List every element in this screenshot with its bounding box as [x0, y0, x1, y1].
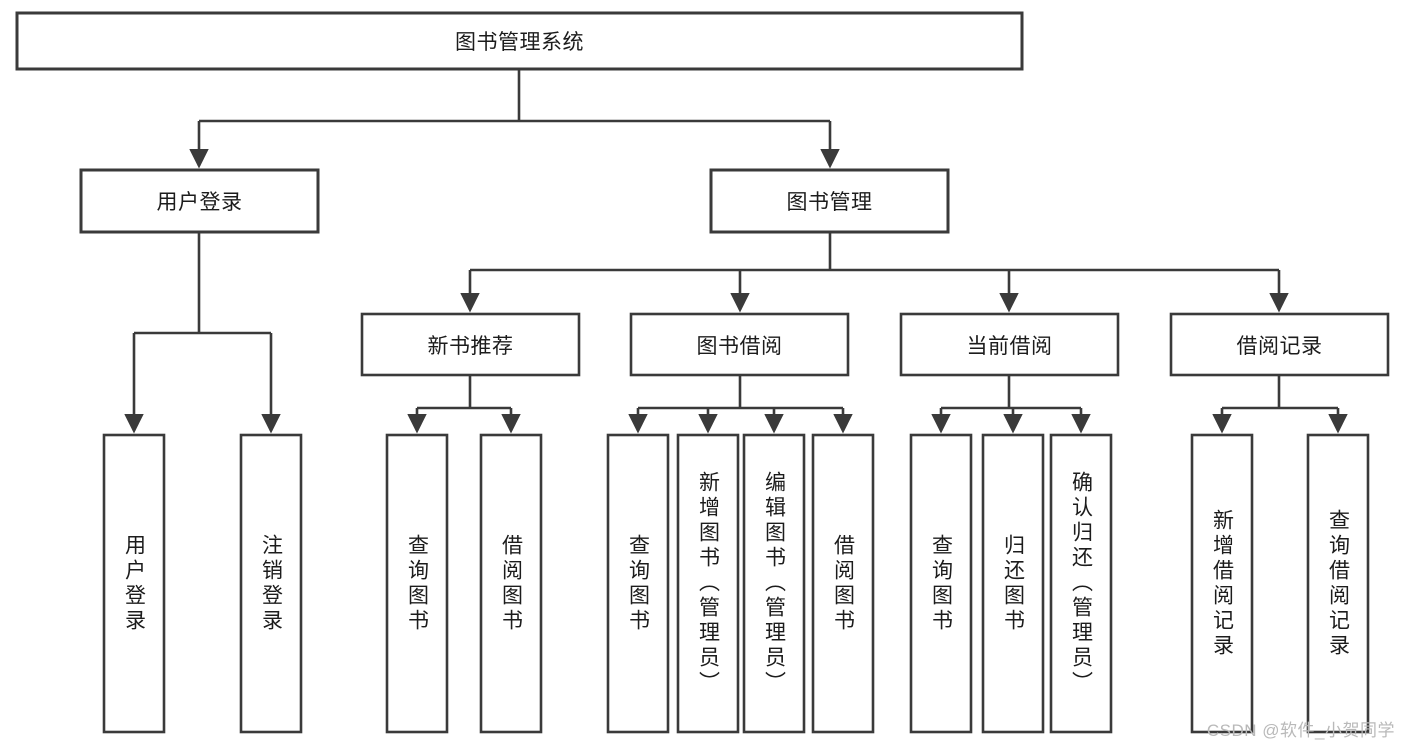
- node-box-leaf-add-book-admin[interactable]: [676, 433, 740, 734]
- node-box-leaf-query-book-current[interactable]: [909, 433, 973, 734]
- node-box-borrow-record[interactable]: [1169, 312, 1390, 377]
- node-box-book-borrow[interactable]: [629, 312, 850, 377]
- node-box-leaf-query-record[interactable]: [1306, 433, 1370, 734]
- node-box-leaf-return-book[interactable]: [981, 433, 1045, 734]
- node-box-new-book-recommend[interactable]: [360, 312, 581, 377]
- node-box-leaf-confirm-return-admin[interactable]: [1049, 433, 1113, 734]
- node-box-leaf-query-book-rec[interactable]: [385, 433, 449, 734]
- node-box-leaf-borrow-book-rec[interactable]: [479, 433, 543, 734]
- node-box-root[interactable]: [15, 11, 1024, 71]
- node-box-leaf-edit-book-admin[interactable]: [742, 433, 806, 734]
- node-box-leaf-logout[interactable]: [239, 433, 303, 734]
- node-box-leaf-add-record[interactable]: [1190, 433, 1254, 734]
- node-box-book-manage[interactable]: [709, 168, 950, 234]
- node-box-user-login[interactable]: [79, 168, 320, 234]
- csdn-watermark: CSDN @软件_小贺同学: [1206, 721, 1395, 740]
- node-box-current-borrow[interactable]: [899, 312, 1120, 377]
- node-box-leaf-borrow-book[interactable]: [811, 433, 875, 734]
- node-box-leaf-query-book-borrow[interactable]: [606, 433, 670, 734]
- node-box-leaf-user-login[interactable]: [102, 433, 166, 734]
